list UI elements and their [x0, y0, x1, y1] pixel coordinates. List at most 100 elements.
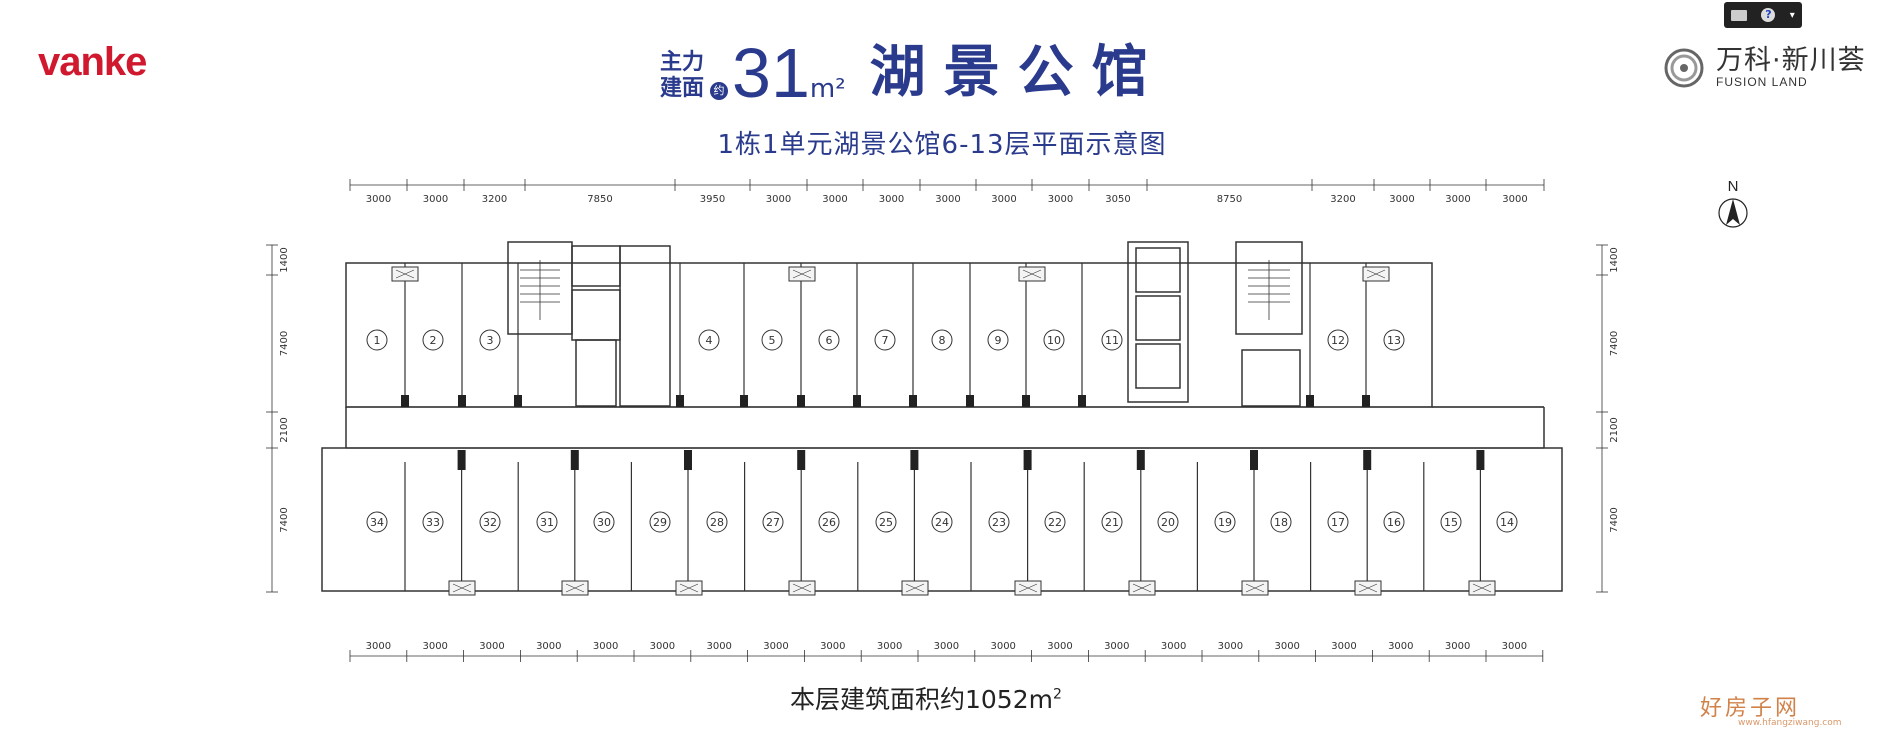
unit-circle — [479, 329, 501, 351]
ac-unit-icon — [675, 580, 703, 596]
unit-26: 26 — [818, 511, 840, 533]
unit-circle — [987, 329, 1009, 351]
column — [1136, 450, 1145, 470]
plan-structure — [321, 241, 1563, 592]
unit-number: 13 — [1387, 334, 1401, 347]
column — [1306, 395, 1314, 407]
dimension-label: 3200 — [1330, 194, 1355, 205]
dimension-label: 3000 — [934, 641, 959, 652]
unit-circle — [706, 511, 728, 533]
unit-circle — [1440, 511, 1462, 533]
dimension-label: 3000 — [763, 641, 788, 652]
unit-number: 20 — [1161, 516, 1175, 529]
folder-icon[interactable] — [1731, 9, 1748, 21]
page-subtitle: 1栋1单元湖景公馆6-13层平面示意图 — [717, 130, 1167, 160]
unit-circle — [649, 511, 671, 533]
column — [1362, 395, 1370, 407]
ac-cross — [1022, 269, 1042, 279]
unit-number: 14 — [1500, 516, 1514, 529]
compass: N — [1718, 178, 1748, 235]
unit-circle — [762, 511, 784, 533]
core-right — [1127, 241, 1303, 407]
unit-number: 3 — [487, 334, 494, 347]
dimension-label: 3000 — [593, 641, 618, 652]
unit-number: 30 — [597, 516, 611, 529]
dimension-label: 3000 — [1389, 194, 1414, 205]
dimension-label: 3000 — [766, 194, 791, 205]
ac-unit-icon — [788, 266, 816, 282]
unit-34: 34 — [366, 511, 388, 533]
dimension-label: 2100 — [279, 417, 290, 442]
unit-31: 31 — [536, 511, 558, 533]
area-number: 31 — [732, 34, 810, 112]
floor-area-note: 本层建筑面积约1052m2 — [790, 680, 1062, 716]
unit-number: 18 — [1274, 516, 1288, 529]
unit-circle — [875, 511, 897, 533]
unit-number: 33 — [426, 516, 440, 529]
project-logo: 万科·新川荟 FUSION LAND — [1660, 44, 1866, 92]
south-partition-walls — [404, 450, 1485, 591]
dimension-label: 3000 — [820, 641, 845, 652]
unit-number: 26 — [822, 516, 836, 529]
unit-9: 9 — [987, 329, 1009, 351]
unit-number: 19 — [1218, 516, 1232, 529]
help-icon[interactable]: ? — [1761, 8, 1776, 22]
unit-circle — [1270, 511, 1292, 533]
column — [966, 395, 974, 407]
unit-21: 21 — [1101, 511, 1123, 533]
unit-circle — [818, 511, 840, 533]
stair-left — [520, 260, 560, 320]
unit-19: 19 — [1214, 511, 1236, 533]
dimension-label: 3000 — [479, 641, 504, 652]
unit-4: 4 — [698, 329, 720, 351]
unit-number: 21 — [1105, 516, 1119, 529]
unit-number: 17 — [1331, 516, 1345, 529]
dimension-label: 3050 — [1105, 194, 1130, 205]
unit-13: 13 — [1383, 329, 1405, 351]
unit-number: 8 — [939, 334, 946, 347]
unit-18: 18 — [1270, 511, 1292, 533]
unit-1: 1 — [366, 329, 388, 351]
dimension-label: 1400 — [279, 247, 290, 272]
column — [740, 395, 748, 407]
dimension-label: 1400 — [1609, 247, 1620, 272]
dimension-label: 3200 — [482, 194, 507, 205]
column — [570, 450, 579, 470]
unit-number: 5 — [769, 334, 776, 347]
brand-logo: vanke — [38, 40, 147, 84]
unit-number: 1 — [374, 334, 381, 347]
column — [1022, 395, 1030, 407]
ac-unit-icon — [788, 580, 816, 596]
dimension-label: 3000 — [877, 641, 902, 652]
dimension-label: 3000 — [366, 641, 391, 652]
unit-25: 25 — [875, 511, 897, 533]
dimension-label: 7400 — [279, 331, 290, 356]
unit-2: 2 — [422, 329, 444, 351]
column — [684, 450, 692, 470]
column — [401, 395, 409, 407]
unit-17: 17 — [1327, 511, 1349, 533]
unit-circle — [1214, 511, 1236, 533]
dimension-label: 3000 — [1502, 194, 1527, 205]
unit-number: 11 — [1105, 334, 1119, 347]
ac-unit-icon — [448, 580, 476, 596]
page-title: 湖景公馆 — [869, 40, 1166, 105]
unit-24: 24 — [931, 511, 953, 533]
unit-7: 7 — [874, 329, 896, 351]
unit-number: 28 — [710, 516, 724, 529]
dimension-label: 3000 — [366, 194, 391, 205]
stair-right — [1248, 260, 1290, 320]
project-name-en: FUSION LAND — [1716, 75, 1808, 89]
dimension-label: 3000 — [422, 641, 447, 652]
unit-11: 11 — [1101, 329, 1123, 351]
dimension-label: 3000 — [1445, 194, 1470, 205]
unit-14: 14 — [1496, 511, 1518, 533]
unit-circle — [931, 329, 953, 351]
unit-number: 7 — [882, 334, 889, 347]
chevron-down-icon[interactable]: ▾ — [1789, 9, 1795, 21]
unit-number: 27 — [766, 516, 780, 529]
label-line-1: 主力 — [660, 50, 705, 75]
dimension-label: 3000 — [991, 194, 1016, 205]
